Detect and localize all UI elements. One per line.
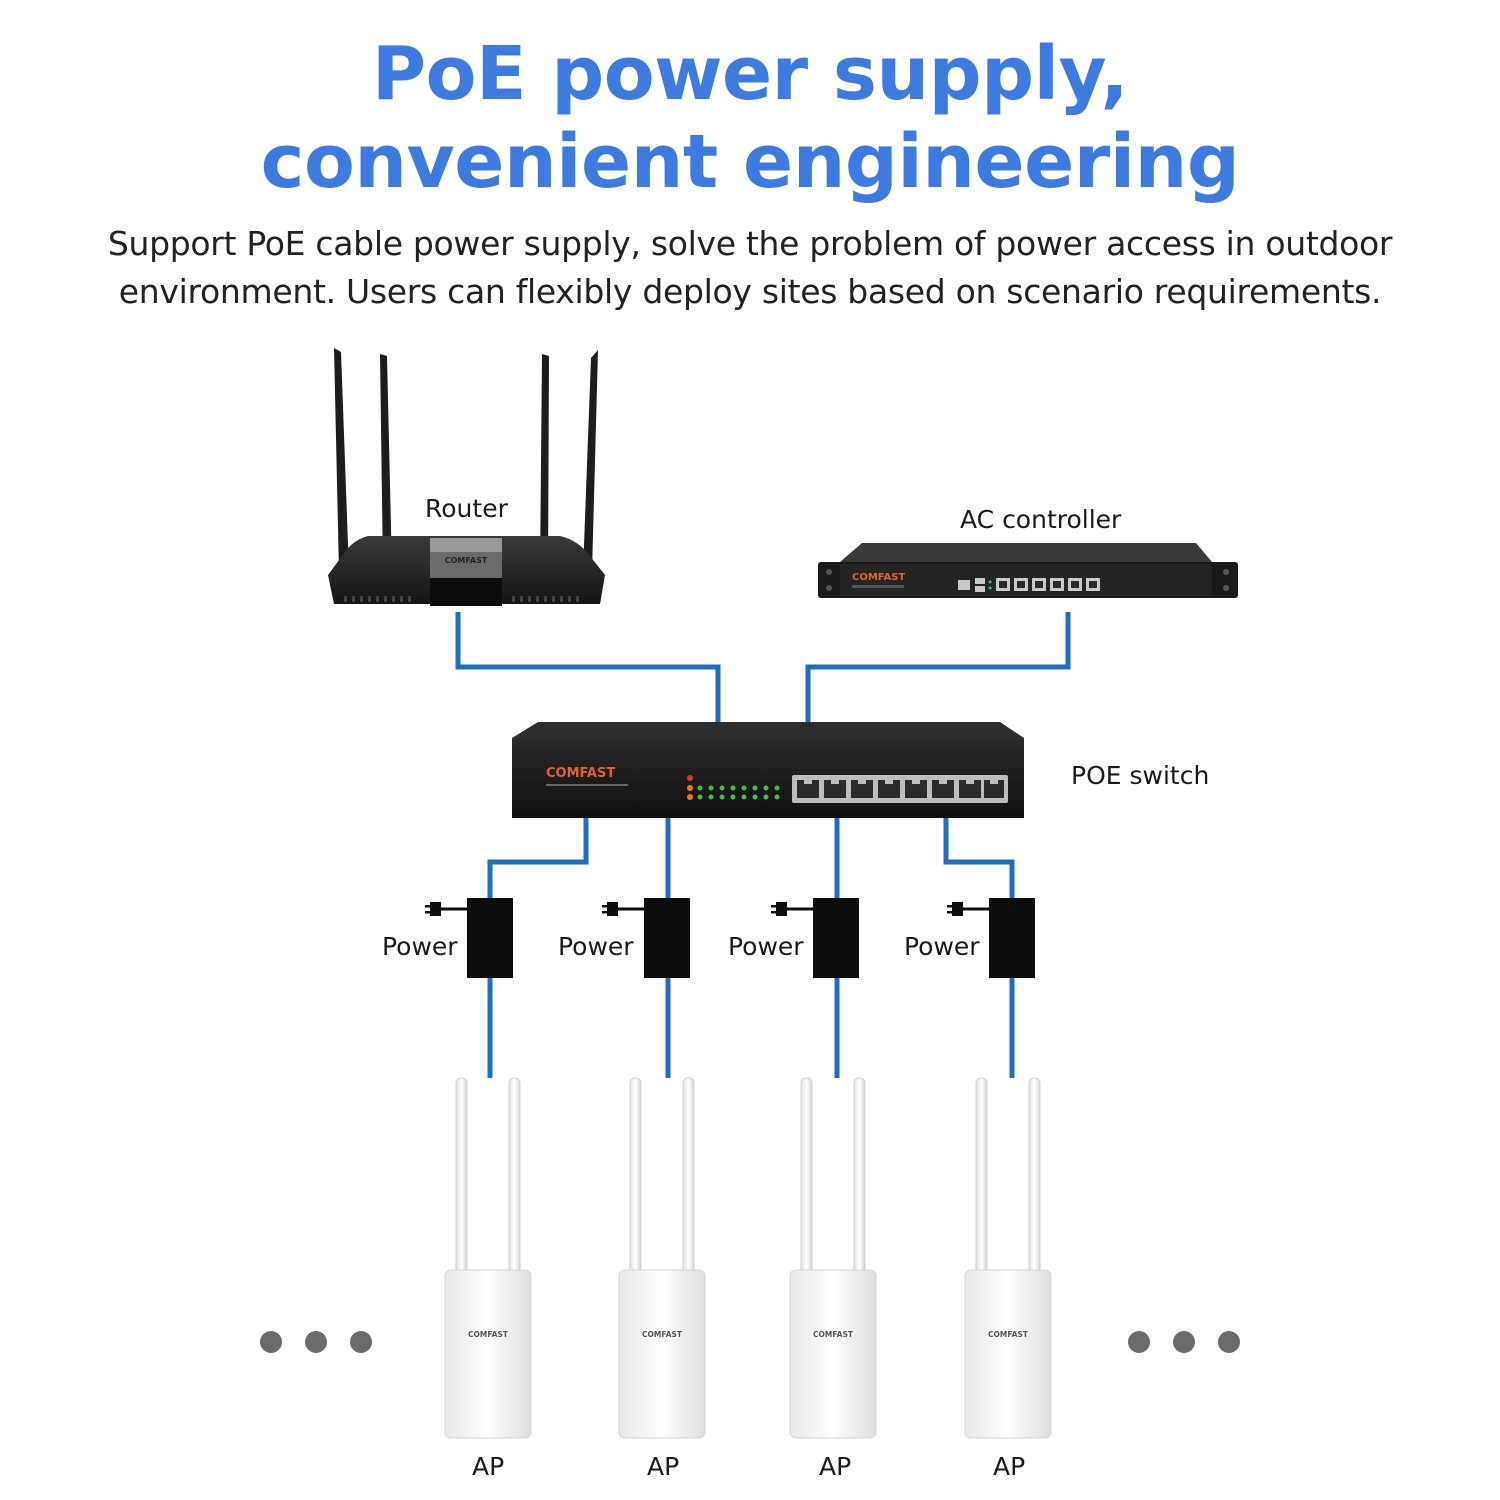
cables <box>455 612 1071 1078</box>
plug-icon <box>602 902 644 916</box>
router-brand: COMFAST <box>445 556 488 565</box>
ap-brand: COMFAST <box>988 1330 1029 1339</box>
ap-brand: COMFAST <box>813 1330 854 1339</box>
access-point-3: COMFAST <box>789 1077 877 1439</box>
cable-switch-power1 <box>487 815 589 900</box>
ap-label-3: AP <box>819 1452 852 1481</box>
power-label-2: Power <box>558 932 634 961</box>
switch-brand: COMFAST <box>546 766 615 781</box>
ac-controller-label: AC controller <box>960 505 1122 534</box>
router-icon: COMFAST <box>328 348 605 606</box>
page-title-line2: convenient engineering <box>260 119 1240 205</box>
plug-icon <box>947 902 989 916</box>
page-subtitle: Support PoE cable power supply, solve th… <box>40 220 1460 316</box>
poe-switch-icon: COMFAST <box>512 722 1024 818</box>
ellipsis-dots-icon <box>260 1331 372 1353</box>
access-point-2: COMFAST <box>618 1077 706 1439</box>
power-adapter-icon <box>813 898 859 978</box>
ap-brand: COMFAST <box>468 1330 509 1339</box>
access-point-icon: COMFAST <box>444 1077 532 1439</box>
ellipsis-dots-icon <box>1128 1331 1240 1353</box>
power-adapter-icon <box>467 898 513 978</box>
power-adapter-icon <box>644 898 690 978</box>
access-point-icon: COMFAST <box>789 1077 877 1439</box>
ac-brand: COMFAST <box>852 572 905 583</box>
power-adapter-3 <box>771 898 859 978</box>
ac-controller-icon: COMFAST <box>818 543 1238 598</box>
ap-label-4: AP <box>993 1452 1026 1481</box>
subtitle-line2: environment. Users can flexibly deploy s… <box>118 272 1382 311</box>
access-point-icon: COMFAST <box>964 1077 1052 1439</box>
page-title-line1: PoE power supply, <box>371 31 1129 117</box>
subtitle-line1: Support PoE cable power supply, solve th… <box>107 224 1393 263</box>
power-adapter-icon <box>989 898 1035 978</box>
poe-switch-label: POE switch <box>1071 761 1210 790</box>
access-point-1: COMFAST <box>444 1077 532 1439</box>
power-adapter-4 <box>947 898 1035 978</box>
router-label: Router <box>425 494 508 523</box>
access-point-icon: COMFAST <box>618 1077 706 1439</box>
cable-switch-power4 <box>943 815 1015 900</box>
power-label-1: Power <box>382 932 458 961</box>
ap-label-1: AP <box>472 1452 505 1481</box>
cable-router-switch <box>455 612 721 722</box>
power-label-3: Power <box>728 932 804 961</box>
switch-ports <box>797 780 1004 798</box>
ap-label-2: AP <box>647 1452 680 1481</box>
power-adapter-2 <box>602 898 690 978</box>
access-point-4: COMFAST <box>964 1077 1052 1439</box>
power-label-4: Power <box>904 932 980 961</box>
switch-led-panel <box>687 775 780 800</box>
cable-ac-switch <box>805 612 1071 722</box>
power-adapter-1 <box>425 898 513 978</box>
ap-brand: COMFAST <box>642 1330 683 1339</box>
plug-icon <box>771 902 813 916</box>
plug-icon <box>425 902 467 916</box>
